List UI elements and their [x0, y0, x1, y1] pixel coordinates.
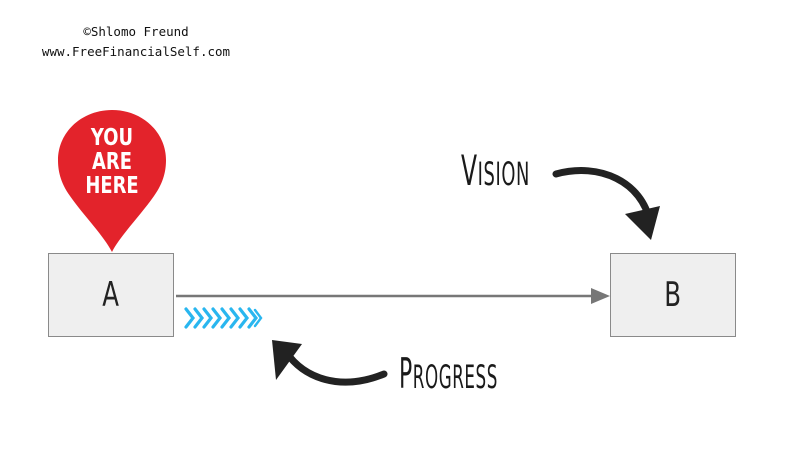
progress-chevrons [184, 307, 263, 329]
progress-curved-arrow [272, 340, 388, 386]
pin-line: ARE [92, 149, 132, 175]
copyright-watermark: ©Shlomo Freund www.FreeFinancialSelf.com [0, 22, 272, 62]
pin-line: YOU [90, 125, 134, 151]
progress-label: PROGRESS [399, 349, 498, 398]
you-are-here-pin [58, 110, 166, 252]
pin-line: HERE [85, 173, 139, 199]
pin-label: YOU ARE HERE [76, 126, 148, 198]
node-b-label: B [664, 275, 682, 315]
vision-label: VISION [461, 146, 530, 195]
path-arrowhead [591, 288, 610, 304]
copyright-line: ©Shlomo Freund [83, 24, 189, 39]
node-a: A [48, 253, 174, 337]
node-b: B [610, 253, 736, 337]
website-line: www.FreeFinancialSelf.com [41, 44, 231, 59]
node-a-label: A [102, 275, 120, 315]
vision-curved-arrow [552, 167, 660, 240]
